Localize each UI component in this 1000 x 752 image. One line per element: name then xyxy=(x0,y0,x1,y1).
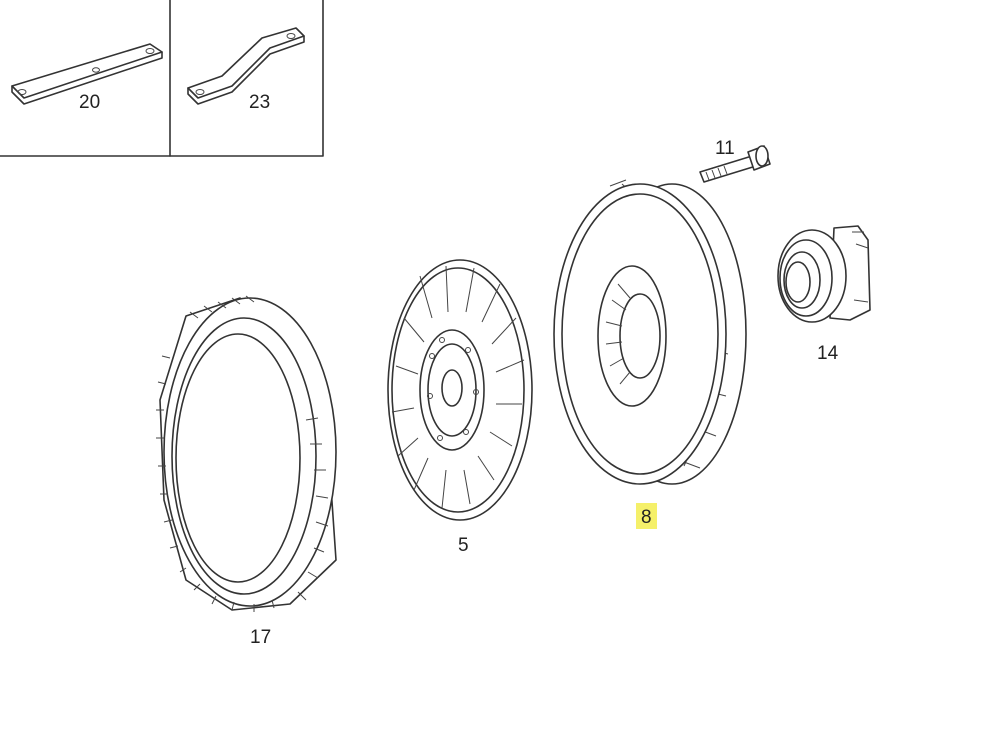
label-11: 11 xyxy=(715,138,735,159)
part-20-bracket[interactable] xyxy=(11,43,163,105)
part-8-pressure-plate[interactable] xyxy=(553,179,747,485)
label-23: 23 xyxy=(249,92,270,113)
label-17: 17 xyxy=(250,627,271,648)
part-17-ring-gear[interactable] xyxy=(156,295,337,612)
inset-boxes xyxy=(0,0,324,157)
part-14-release-bearing[interactable] xyxy=(777,225,871,323)
part-5-clutch-disc[interactable] xyxy=(387,259,533,521)
label-8: 8 xyxy=(641,507,652,528)
part-23-bracket[interactable] xyxy=(187,27,305,105)
label-5: 5 xyxy=(458,535,469,556)
label-20: 20 xyxy=(79,92,100,113)
label-14: 14 xyxy=(817,343,839,364)
highlight-8 xyxy=(636,503,657,529)
part-labels: 20 23 11 14 5 8 17 xyxy=(79,92,839,648)
part-11-bolt[interactable] xyxy=(699,145,771,183)
